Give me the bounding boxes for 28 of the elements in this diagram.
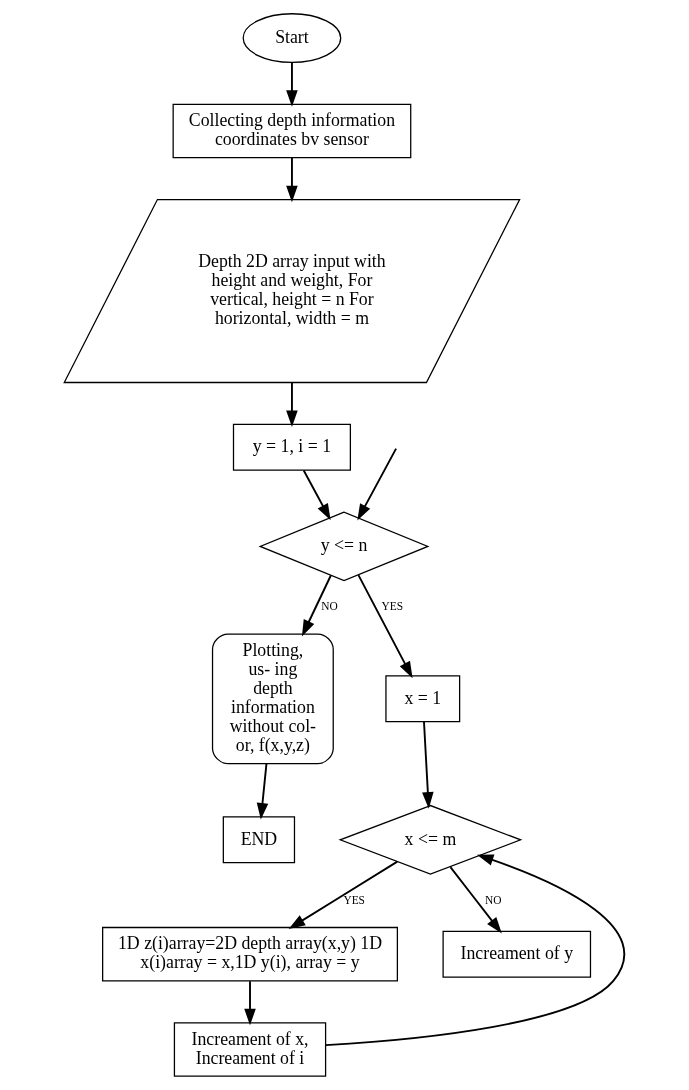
node-box: Increament of x, Increament of i: [173, 1022, 327, 1077]
edge-label: NO: [485, 893, 502, 906]
node-box: Collecting depth information coordinates bv sensor: [172, 103, 412, 159]
arrow: [286, 156, 298, 203]
node-box: 1D z(i)array=2D depth array(x,y) 1D x(i)array = x,1D y(i), array = y: [102, 926, 398, 982]
node-box: y = 1, i = 1: [232, 423, 351, 471]
arrow: [422, 720, 434, 809]
node-diamond: y <= n: [258, 511, 430, 582]
arrow: [288, 860, 399, 929]
arrow: [256, 762, 269, 820]
arrow: [357, 574, 413, 679]
arrow: [357, 447, 398, 521]
node-ellipse: Start: [242, 13, 342, 64]
arrow: [286, 61, 298, 107]
node-box: x = 1: [385, 675, 461, 723]
node-diamond: x <= m: [338, 804, 523, 875]
arrow: [449, 866, 502, 934]
edge-label: YES: [381, 600, 404, 613]
arrow: [244, 980, 256, 1026]
edge-label: NO: [321, 600, 338, 613]
node-box: END: [222, 816, 296, 864]
node-box: Plotting, us- ing depth information without col- or, f(x,y,z): [211, 633, 334, 765]
arrow: [324, 854, 626, 1047]
arrow: [302, 469, 331, 521]
node-box: Increament of y: [442, 930, 592, 978]
arrow: [301, 574, 332, 637]
edge-label: YES: [343, 893, 365, 906]
arrow: [286, 381, 298, 427]
